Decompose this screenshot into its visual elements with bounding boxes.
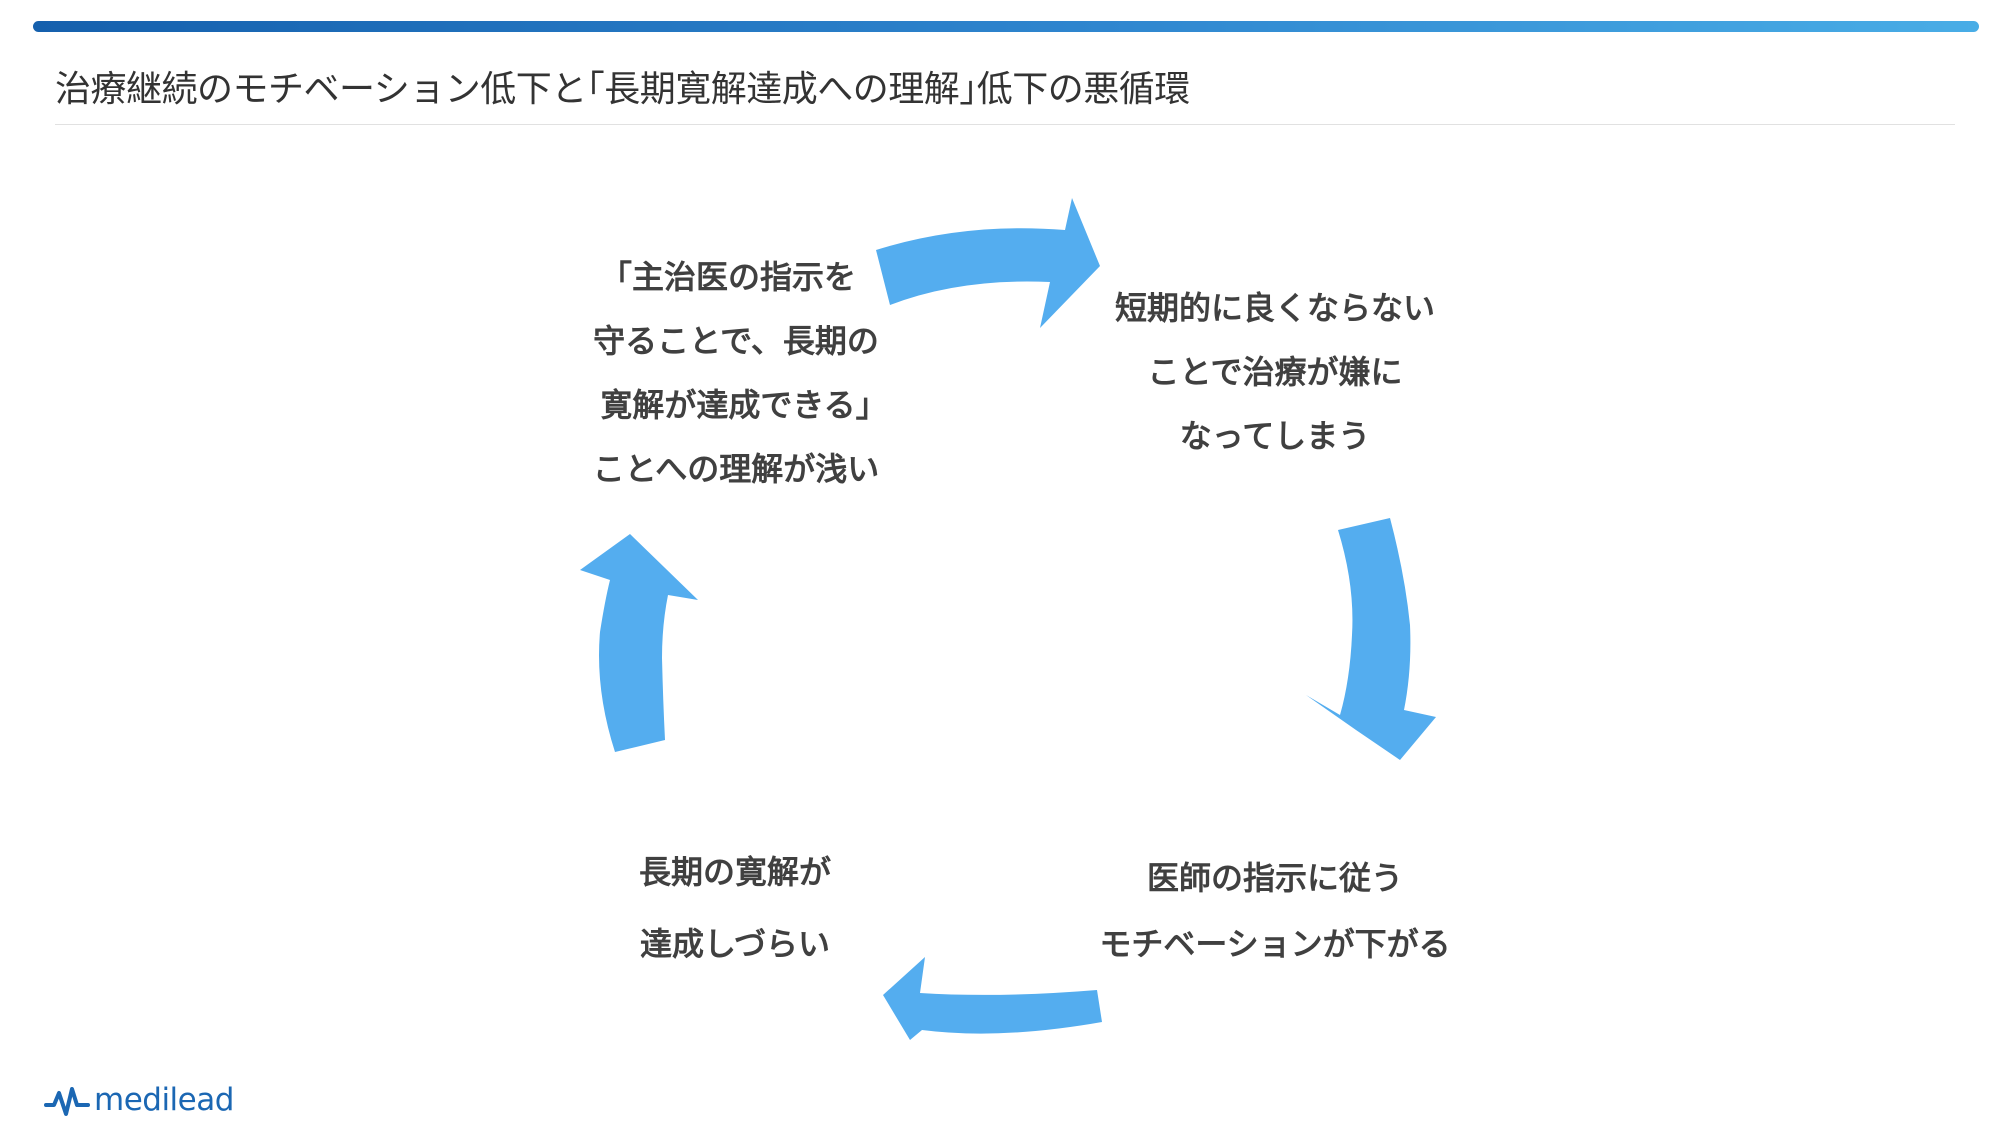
node-line: なってしまう xyxy=(1179,417,1371,455)
node-line: モチベーションが下がる xyxy=(1099,925,1451,963)
node-line: 長期の寛解が xyxy=(638,853,831,891)
medilead-logo: medilead xyxy=(44,1080,234,1120)
cycle-node-motivation-drop: 医師の指示に従う モチベーションが下がる xyxy=(1085,845,1465,977)
node-line: 守ることで、長期の xyxy=(593,322,879,360)
accent-bar xyxy=(33,21,1979,32)
node-line: ｢主治医の指示を xyxy=(615,258,856,296)
node-line: 医師の指示に従う xyxy=(1146,859,1403,897)
node-line: ことで治療が嫌に xyxy=(1147,353,1403,391)
cycle-node-remission-hard: 長期の寛解が 達成しづらい xyxy=(565,836,905,980)
cycle-arrow-left-icon xyxy=(580,534,698,752)
pulse-icon xyxy=(44,1087,90,1116)
cycle-node-understanding: ｢主治医の指示を 守ることで、長期の 寛解が達成できる｣ ことへの理解が浅い xyxy=(566,245,906,501)
node-line: 寛解が達成できる｣ xyxy=(600,386,872,424)
cycle-arrow-bottom-icon xyxy=(883,957,1102,1040)
logo-text: medilead xyxy=(94,1082,234,1118)
cycle-arrow-right-icon xyxy=(1306,518,1436,760)
node-line: 短期的に良くならない xyxy=(1114,289,1435,327)
node-line: 達成しづらい xyxy=(639,925,831,963)
cycle-node-dislike-treatment: 短期的に良くならない ことで治療が嫌に なってしまう xyxy=(1105,276,1445,468)
slide-title: 治療継続のモチベーション低下と｢長期寛解達成への理解｣低下の悪循環 xyxy=(55,69,1190,110)
title-divider xyxy=(55,124,1955,125)
cycle-arrow-top-icon xyxy=(876,198,1100,328)
node-line: ことへの理解が浅い xyxy=(592,450,880,488)
